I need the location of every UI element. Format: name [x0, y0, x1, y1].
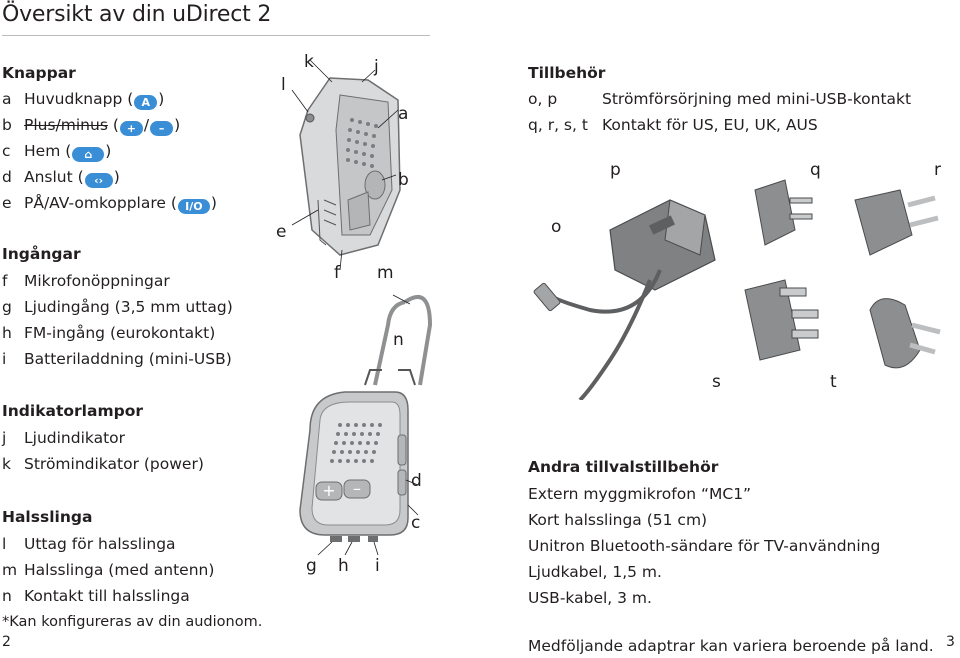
figure-label-k: k: [304, 52, 314, 72]
figure-label-i: i: [375, 556, 380, 576]
figure-label-l: l: [281, 75, 286, 95]
title-divider: [2, 35, 430, 36]
accessories-heading: Tillbehör: [528, 64, 606, 82]
adapter-us: [754, 179, 813, 246]
footnote: *Kan konfigureras av din audionom.: [2, 614, 263, 630]
inputs-heading: Ingångar: [2, 245, 81, 263]
figure-label-p: p: [610, 160, 621, 180]
optional-item: Unitron Bluetooth-sändare för TV-användn…: [528, 537, 881, 555]
page-title: Översikt av din uDirect 2: [2, 2, 272, 27]
optional-item: Extern myggmikrofon “MC1”: [528, 485, 752, 503]
optional-item: Kort halsslinga (51 cm): [528, 511, 708, 529]
connect-icon: ‹›: [84, 173, 113, 188]
figure-label-f: f: [334, 263, 340, 283]
figure-label-q: q: [810, 160, 821, 180]
adapter-note: Medföljande adaptrar kan variera beroend…: [528, 637, 934, 655]
figure-label-t: t: [830, 372, 837, 392]
adapter-uk: [744, 279, 819, 361]
udirect-device-illustration: + –: [291, 59, 433, 556]
power-switch-icon: I/O: [177, 199, 210, 214]
minus-icon: –: [150, 121, 174, 136]
home-icon: ⌂: [72, 147, 105, 162]
figure-label-n: n: [393, 330, 404, 350]
figure-label-r: r: [934, 160, 941, 180]
figure-label-g: g: [306, 556, 317, 576]
neckloop-heading: Halsslinga: [2, 508, 93, 526]
indicators-heading: Indikatorlampor: [2, 402, 143, 420]
svg-text:+: +: [322, 481, 335, 500]
adapter-eu: [854, 189, 939, 256]
figure-label-j: j: [374, 57, 379, 77]
device-side-view: [291, 59, 401, 271]
page-number-right: 3: [946, 634, 955, 650]
figure-label-e: e: [276, 222, 287, 242]
optional-item: USB-kabel, 3 m.: [528, 589, 652, 607]
power-supply-adapters-illustration: [533, 179, 941, 400]
optional-accessories-heading: Andra tillvalstillbehör: [528, 458, 719, 476]
figure-label-c: c: [411, 513, 421, 533]
figure-label-h: h: [338, 556, 349, 576]
svg-text:–: –: [353, 479, 361, 498]
figure-label-d: d: [411, 471, 422, 491]
device-front-view: + –: [299, 391, 419, 556]
optional-item: Ljudkabel, 1,5 m.: [528, 563, 662, 581]
page-number-left: 2: [2, 634, 11, 650]
figure-label-s: s: [712, 372, 721, 392]
controls-heading: Knappar: [2, 64, 76, 82]
figure-label-b: b: [398, 170, 409, 190]
figure-label-a: a: [398, 104, 409, 124]
main-button-icon: A: [134, 95, 158, 110]
adapter-aus: [869, 298, 941, 369]
power-supply: [533, 199, 716, 400]
figure-label-o: o: [551, 217, 562, 237]
plus-icon: +: [119, 121, 143, 136]
figure-label-m: m: [377, 263, 394, 283]
